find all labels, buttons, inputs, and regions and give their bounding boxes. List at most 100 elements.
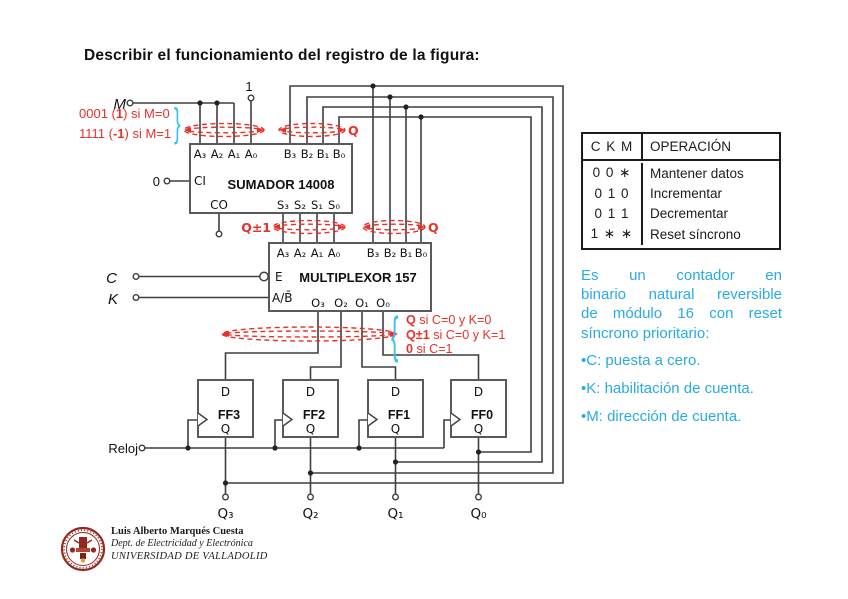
table-row: 1 ∗ ∗ Reset síncrono (583, 224, 779, 245)
clock-triangles (197, 412, 462, 427)
mux-pin-a0: A₀ (328, 246, 341, 260)
table-row: 0 0 ∗ Mantener datos (583, 163, 779, 184)
terminal-q0 (475, 493, 483, 501)
table-header: C K M OPERACIÓN (583, 134, 779, 161)
adder-pin-a3: A₃ (194, 147, 207, 161)
ff2-q: Q (306, 422, 315, 436)
ff1-box (367, 379, 424, 438)
terminal-q1 (392, 493, 400, 501)
adder-pin-b2: B₂ (301, 147, 314, 161)
ff0-q: Q (474, 422, 483, 436)
mux-pin-labels: A₃ A₂ A₁ A₀ B₃ B₂ B₁ B₀ O₃ O₂ O₁ O₀ (277, 246, 428, 310)
adder-pin-s0: S₀ (328, 198, 340, 212)
university: UNIVERSIDAD DE VALLADOLID (111, 551, 268, 562)
wire-o3 (224, 311, 319, 380)
bullet-c: •C: puesta a cero. (581, 352, 701, 370)
mux-pin-e: E (275, 270, 283, 284)
adder-pin-a1: A₁ (228, 147, 240, 161)
adder-pin-b3: B₃ (284, 147, 297, 161)
mux-pin-o3: O₃ (311, 296, 325, 310)
ff3-box (197, 379, 254, 438)
ff0-box (450, 379, 507, 438)
terminals (126, 94, 483, 501)
terminal-clock (138, 444, 146, 452)
terminal-m (126, 99, 134, 107)
input-k-label: K (108, 291, 119, 308)
table-row: 0 1 0 Incrementar (583, 183, 779, 204)
para-line: Es un contador en (581, 267, 782, 284)
mux-pin-o2: O₂ (334, 296, 348, 310)
adder-pin-s1: S₁ (311, 198, 323, 212)
output-q0-label: Q₀ (470, 506, 486, 522)
annotation-q-adder: Q (348, 123, 359, 138)
mux-pin-a2: A₂ (294, 246, 306, 260)
adder-pin-s2: S₂ (294, 198, 306, 212)
mux-pin-a3: A₃ (277, 246, 290, 260)
mux-pin-b1: B₁ (400, 246, 413, 260)
terminal-q3 (221, 493, 229, 501)
header-operacion: OPERACIÓN (650, 139, 732, 154)
input-m-label: M (114, 96, 127, 113)
ff2-d: D (306, 385, 315, 399)
mux-pin-b2: B₂ (384, 246, 397, 260)
clock-label: Reloj (108, 441, 138, 456)
constant-one-label: 1 (245, 79, 252, 94)
mux-pin-b3: B₃ (367, 246, 380, 260)
adder-pin-a2: A₂ (211, 147, 223, 161)
inverter-bubble (259, 271, 269, 282)
mux-pin-o0: O₀ (376, 296, 390, 310)
adder-box (189, 143, 353, 214)
adder-pin-ci: CI (194, 174, 206, 188)
university-seal-icon (60, 526, 106, 572)
mux-pin-b0: B₀ (415, 246, 428, 260)
annotation-q-mux: Q (428, 220, 439, 235)
mux-case-3: 0 si C=1 (406, 342, 453, 357)
feedback-q1 (322, 106, 543, 463)
ff2-box (282, 379, 339, 438)
ff0-d: D (474, 385, 483, 399)
junction-dots (185, 83, 482, 486)
header-ckm: C K M (583, 134, 643, 159)
feedback-q3 (225, 85, 564, 484)
bullet-m: •M: dirección de cuenta. (581, 408, 742, 425)
annotation-m0: 0001 (1) si M=0 (79, 106, 170, 121)
feedback-q2 (306, 96, 554, 474)
ff3-q: Q (221, 422, 230, 436)
ff1-q: Q (391, 422, 400, 436)
adder-pin-a0: A₀ (245, 147, 258, 161)
annotation-m1: 1111 (-1) si M=1 (79, 126, 172, 141)
ff1-name: FF1 (388, 408, 410, 422)
annotation-mux-output: Q si C=0 y K=0 Q±1 si C=0 y K=1 0 si C=1 (406, 313, 505, 357)
terminal-c (132, 273, 140, 281)
author-name: Luis Alberto Marqués Cuesta (111, 526, 244, 537)
ff3-name: FF3 (218, 408, 240, 422)
output-q1-label: Q₁ (387, 506, 403, 522)
input-c-label: C (106, 270, 117, 287)
adder-pin-b1: B₁ (317, 147, 330, 161)
terminal-q2 (307, 493, 315, 501)
brace-open: { (391, 307, 399, 363)
terminal-one (247, 94, 255, 102)
department: Dept. de Electricidad y Electrónica (111, 538, 253, 549)
terminal-zero (163, 177, 171, 185)
wires (133, 85, 564, 494)
mux-case-2: Q±1 si C=0 y K=1 (406, 327, 506, 342)
para-line: binario natural reversible (581, 286, 782, 304)
para-line: síncrono prioritario: (581, 324, 710, 342)
table-body: 0 0 ∗ Mantener datos 0 1 0 Incrementar 0… (583, 161, 779, 248)
ff-labels: D FF3 Q D FF2 Q D FF1 Q D FF0 Q (218, 385, 493, 436)
terminal-k (132, 294, 140, 302)
page-title: Describir el funcionamiento del registro… (84, 47, 480, 64)
para-line: de módulo 16 con reset (581, 305, 782, 323)
adder-pin-labels: A₃ A₂ A₁ A₀ B₃ B₂ B₁ B₀ CO S₃ S₂ S₁ S₀ (194, 147, 346, 212)
mux-pin-a1: A₁ (311, 246, 323, 260)
bullet-k: •K: habilitación de cuenta. (581, 380, 754, 398)
explanation-notes: Es un contador en binario natural revers… (581, 266, 782, 426)
mux-pin-o1: O₁ (355, 296, 369, 310)
constant-zero-label: 0 (153, 174, 160, 189)
mux-case-1: Q si C=0 y K=0 (406, 313, 492, 327)
ff1-d: D (391, 385, 400, 399)
annotation-q-plus-minus-1: Q±1 (241, 220, 271, 235)
output-q2-label: Q₂ (302, 506, 318, 522)
